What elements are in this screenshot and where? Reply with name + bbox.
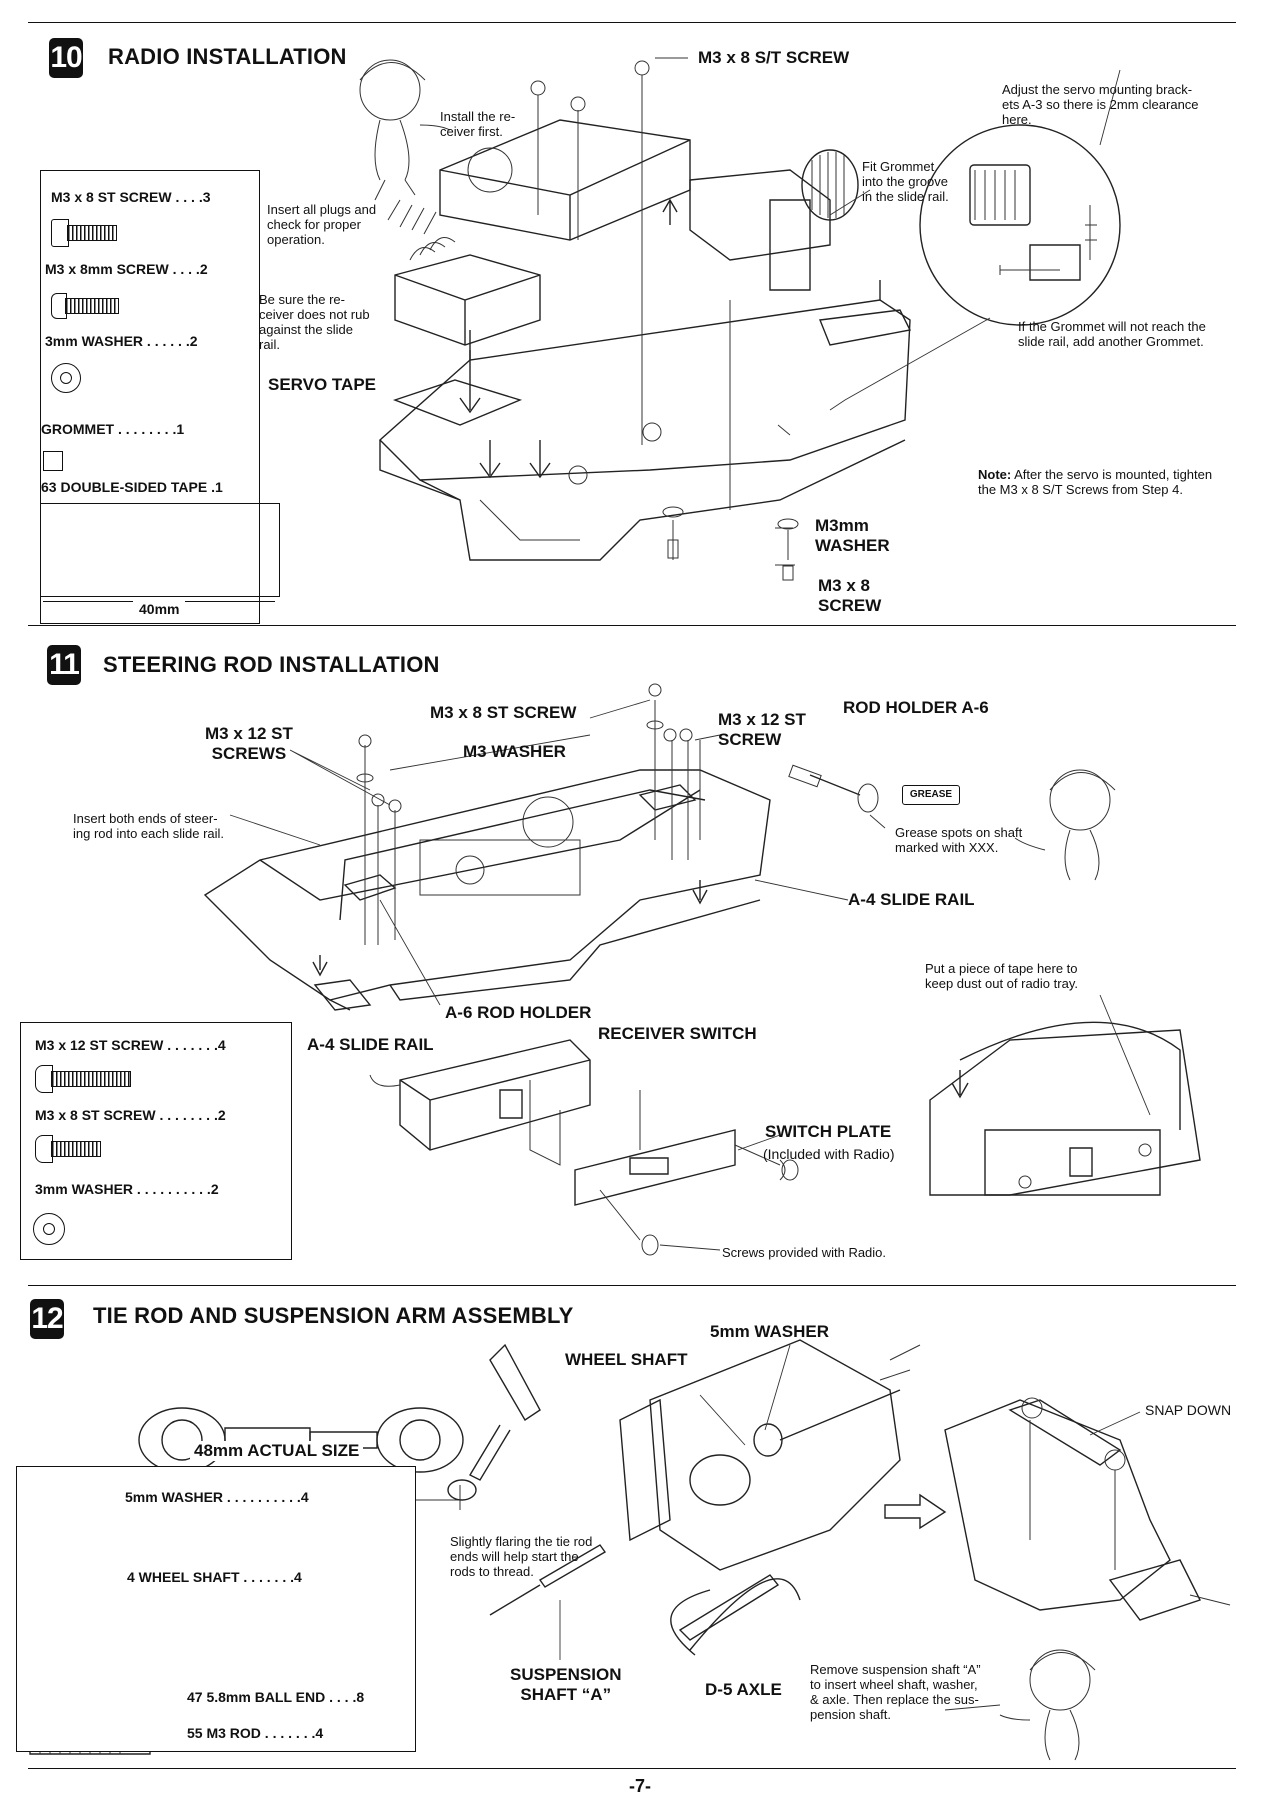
step-title-10: RADIO INSTALLATION [108, 44, 347, 69]
step10-chassis-figure [360, 58, 1120, 580]
m3x8-screw-label: M3 x 8 SCREW [818, 576, 882, 615]
d5-axle-label: D-5 AXLE [705, 1680, 782, 1699]
grommet-icon [43, 451, 63, 471]
actual-size-label: 48mm ACTUAL SIZE [190, 1441, 364, 1461]
washer-icon [51, 363, 81, 393]
grommet-note: If the Grommet will not reach the slide … [1018, 319, 1206, 349]
servo-mount-note: Note: After the servo is mounted, tighte… [978, 467, 1213, 497]
washer-icon [33, 1213, 65, 1245]
flaring-note: Slightly flaring the tie rod ends will h… [450, 1534, 593, 1579]
section-divider-10-11 [28, 625, 1236, 626]
part-row: M3 x 8 ST SCREW . . . .3 [51, 189, 211, 205]
m3mm-washer-label: M3mm WASHER [815, 516, 890, 555]
part-row: 5mm WASHER . . . . . . . . . .4 [125, 1489, 309, 1505]
screw-thread-icon [51, 1141, 101, 1157]
part-row: 63 DOUBLE-SIDED TAPE .1 [41, 479, 223, 495]
part-row: M3 x 8mm SCREW . . . .2 [45, 261, 208, 277]
washer-hole-icon [43, 1223, 55, 1235]
part-row: 3mm WASHER . . . . . .2 [45, 333, 198, 349]
m3x8-st-screw-label: M3 x 8 ST SCREW [430, 703, 577, 722]
m3x12-st-screw-label: M3 x 12 ST SCREW [718, 710, 806, 749]
part-row: 55 M3 ROD . . . . . . .4 [187, 1725, 324, 1741]
switch-plate-label: SWITCH PLATE [765, 1122, 892, 1141]
section-divider-11-12 [28, 1285, 1236, 1286]
washer-hole-icon [60, 372, 72, 384]
step11-parts-box: M3 x 12 ST SCREW . . . . . . .4 M3 x 8 S… [20, 1022, 292, 1260]
included-with-radio-note: (Included with Radio) [763, 1146, 895, 1162]
step-number-12: 12 [30, 1299, 64, 1339]
part-row: M3 x 12 ST SCREW . . . . . . .4 [35, 1037, 226, 1053]
top-rule [28, 22, 1236, 23]
page-number: -7- [629, 1776, 651, 1796]
screws-provided-note: Screws provided with Radio. [722, 1245, 887, 1260]
insert-both-ends-note: Insert both ends of steer- ing rod into … [73, 811, 225, 841]
servo-tape-label: SERVO TAPE [268, 375, 377, 394]
step10-parts-box: M3 x 8 ST SCREW . . . .3 M3 x 8mm SCREW … [40, 170, 280, 624]
part-row: M3 x 8 ST SCREW . . . . . . . .2 [35, 1107, 226, 1123]
m3-washer-label: M3 WASHER [463, 742, 566, 761]
receiver-switch-label: RECEIVER SWITCH [598, 1024, 757, 1043]
receiver-rub-note: Be sure the re- ceiver does not rub agai… [259, 292, 370, 352]
part-row: 4 WHEEL SHAFT . . . . . . .4 [127, 1569, 302, 1585]
screw-thread-icon [51, 1071, 131, 1087]
adjust-bracket-note: Adjust the servo mounting brack- ets A-3… [1002, 82, 1199, 127]
5mm-washer-label: 5mm WASHER [710, 1322, 830, 1341]
tape-dimension: 40mm [133, 601, 186, 617]
step12-parts-box: 5mm WASHER . . . . . . . . . .4 4 WHEEL … [16, 1466, 416, 1752]
a4-slide-rail-label-2: A-4 SLIDE RAIL [307, 1035, 434, 1054]
step-title-11: STEERING ROD INSTALLATION [103, 652, 440, 677]
remove-shaft-note: Remove suspension shaft “A” to insert wh… [810, 1662, 981, 1722]
m3x12-st-screws-label: M3 x 12 ST SCREWS [205, 724, 293, 763]
step-title-12: TIE ROD AND SUSPENSION ARM ASSEMBLY [93, 1303, 574, 1328]
wheel-shaft-label: WHEEL SHAFT [565, 1350, 688, 1369]
install-receiver-note: Install the re- ceiver first. [440, 109, 516, 139]
insert-plugs-note: Insert all plugs and check for proper op… [267, 202, 377, 247]
grease-spots-note: Grease spots on shaft marked with XXX. [895, 825, 1023, 855]
part-row: 47 5.8mm BALL END . . . .8 [187, 1689, 365, 1705]
suspension-shaft-label: SUSPENSION SHAFT “A” [510, 1665, 622, 1704]
double-sided-tape-icon [40, 503, 280, 597]
screw-thread-icon [67, 225, 117, 241]
part-row: 3mm WASHER . . . . . . . . . .2 [35, 1181, 219, 1197]
rod-holder-a6-label: ROD HOLDER A-6 [843, 698, 989, 717]
part-row: GROMMET . . . . . . . .1 [41, 421, 185, 437]
fit-grommet-note: Fit Grommet into the groove in the slide… [862, 159, 949, 204]
screw-thread-icon [65, 298, 119, 314]
st-screw-label: M3 x 8 S/T SCREW [698, 48, 850, 67]
grease-tube-icon: GREASE [902, 785, 960, 805]
step11-chassis-figure [205, 684, 1200, 1255]
put-tape-note: Put a piece of tape here to keep dust ou… [925, 961, 1078, 991]
step-number-10: 10 [49, 38, 83, 78]
bottom-rule [28, 1768, 1236, 1769]
step-number-11: 11 [47, 645, 81, 685]
a4-slide-rail-label: A-4 SLIDE RAIL [848, 890, 975, 909]
snap-down-label: SNAP DOWN [1145, 1402, 1232, 1418]
a6-rod-holder-label: A-6 ROD HOLDER [445, 1003, 592, 1022]
